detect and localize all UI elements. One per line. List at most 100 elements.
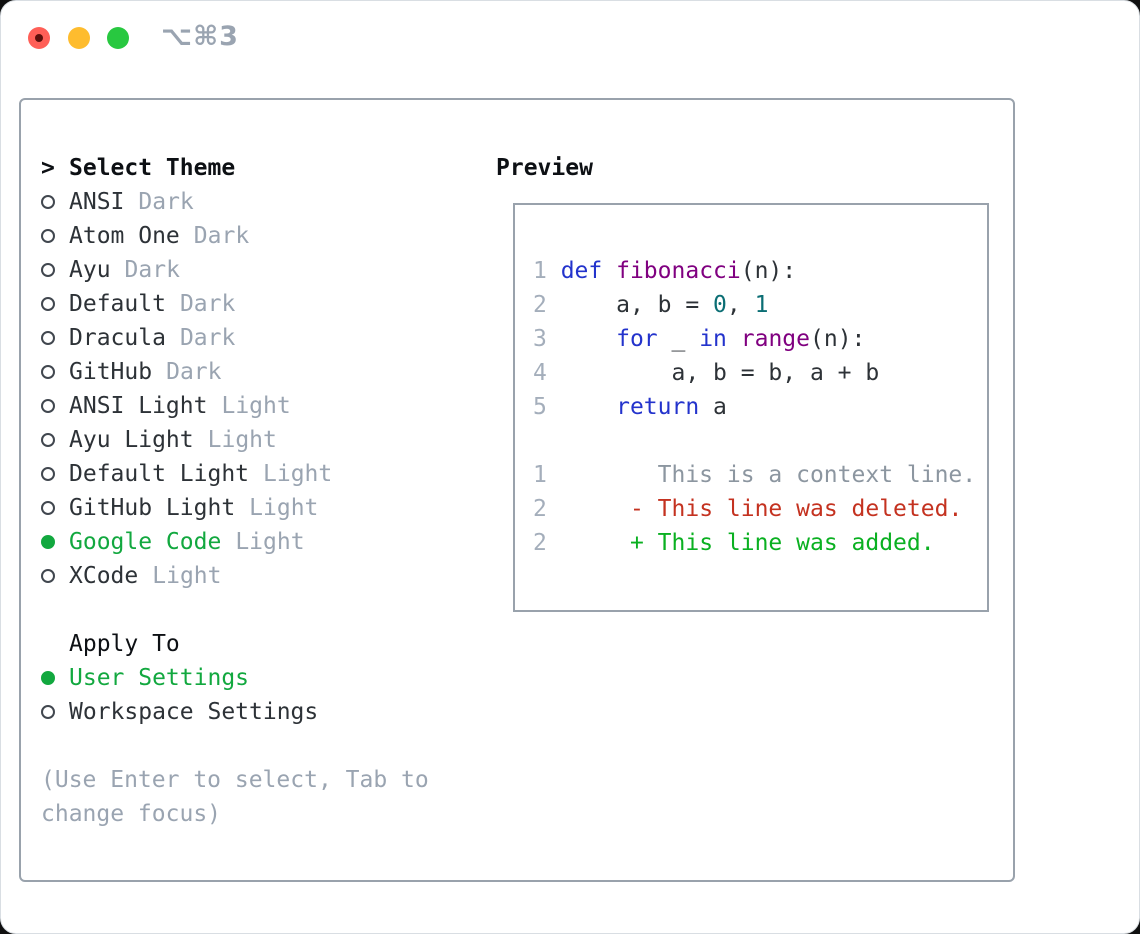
code-text: - This line was deleted.	[629, 496, 963, 522]
apply-option-name: User Settings	[69, 665, 250, 691]
radio-marker	[41, 433, 69, 447]
theme-name: Dracula	[69, 325, 166, 351]
radio-marker	[41, 331, 69, 345]
line-number: 1	[533, 258, 561, 284]
code-line: 2 - This line was deleted.	[533, 492, 987, 526]
radio-icon	[41, 229, 55, 243]
apply-to-option[interactable]: User Settings	[41, 661, 491, 695]
line-number: 2	[533, 530, 561, 556]
theme-variant-tag: Light	[221, 393, 291, 419]
radio-icon	[41, 501, 55, 515]
radio-marker	[41, 467, 69, 481]
line-number: 2	[533, 496, 561, 522]
theme-variant-tag: Light	[249, 495, 319, 521]
radio-marker	[41, 671, 69, 685]
theme-option[interactable]: Google Code Light	[41, 525, 491, 559]
code-text: a, b = 0, 1	[560, 292, 769, 318]
preview-pane: 1 def fibonacci(n): 2 a, b = 0, 1 3 for …	[513, 203, 989, 612]
code-line	[533, 424, 987, 458]
apply-to-list: User Settings Workspace Settings	[41, 661, 491, 729]
spacer	[41, 593, 491, 627]
apply-to-header: Apply To	[69, 631, 180, 657]
line-number: 1	[533, 462, 561, 488]
select-theme-header: > Select Theme	[41, 151, 491, 185]
code-text: def fibonacci(n):	[560, 258, 797, 284]
code-line: 2 a, b = 0, 1	[533, 288, 987, 322]
theme-variant-tag: Dark	[179, 325, 236, 351]
theme-option[interactable]: ANSI Light Light	[41, 389, 491, 423]
code-text: for _ in range(n):	[616, 326, 866, 352]
radio-marker	[41, 501, 69, 515]
theme-variant-tag: Dark	[124, 257, 180, 283]
theme-option[interactable]: GitHub Dark	[41, 355, 491, 389]
radio-marker	[41, 399, 69, 413]
radio-marker	[41, 535, 69, 549]
radio-icon	[41, 365, 55, 379]
radio-icon	[41, 705, 55, 719]
theme-option[interactable]: Ayu Dark	[41, 253, 491, 287]
radio-marker	[41, 569, 69, 583]
line-number: 2	[533, 292, 561, 318]
code-text: return a	[616, 394, 727, 420]
theme-name: ANSI	[69, 189, 125, 215]
radio-icon	[41, 331, 55, 345]
keyboard-hint: (Use Enter to select, Tab to change focu…	[41, 763, 491, 831]
theme-name: ANSI Light	[69, 393, 208, 419]
theme-variant-tag: Light	[235, 529, 305, 555]
theme-name: Ayu Light	[69, 427, 194, 453]
code-text: This is a context line.	[560, 462, 977, 488]
close-button[interactable]	[28, 27, 50, 49]
radio-icon	[41, 263, 55, 277]
theme-variant-tag: Dark	[166, 359, 222, 385]
theme-name: GitHub Light	[69, 495, 236, 521]
apply-to-option[interactable]: Workspace Settings	[41, 695, 491, 729]
apply-option-name: Workspace Settings	[69, 699, 319, 725]
theme-option[interactable]: Dracula Dark	[41, 321, 491, 355]
select-theme-header-label: Select Theme	[69, 155, 236, 181]
code-text: a, b = b, a + b	[560, 360, 880, 386]
maximize-button[interactable]	[107, 27, 129, 49]
theme-name: Google Code	[69, 529, 222, 555]
theme-variant-tag: Dark	[179, 291, 236, 317]
line-number: 4	[533, 360, 561, 386]
hint-line: (Use Enter to select, Tab to	[41, 767, 429, 793]
radio-icon	[41, 535, 55, 549]
radio-marker	[41, 365, 69, 379]
radio-marker	[41, 705, 69, 719]
theme-option[interactable]: Ayu Light Light	[41, 423, 491, 457]
theme-variant-tag: Light	[152, 563, 222, 589]
preview-header: Preview	[496, 155, 593, 181]
title-bar: ⌥⌘3	[1, 1, 1139, 75]
theme-option[interactable]: GitHub Light Light	[41, 491, 491, 525]
theme-variant-tag: Light	[263, 461, 333, 487]
theme-option[interactable]: XCode Light	[41, 559, 491, 593]
cursor-icon: >	[41, 155, 55, 181]
radio-icon	[41, 671, 55, 685]
theme-name: XCode	[69, 563, 139, 589]
code-line: 3 for _ in range(n):	[533, 322, 987, 356]
radio-marker	[41, 297, 69, 311]
code-line: 2 + This line was added.	[533, 526, 987, 560]
theme-name: Atom One	[69, 223, 180, 249]
hint-line: change focus)	[41, 801, 222, 827]
spacer	[41, 729, 491, 763]
theme-name: Ayu	[69, 257, 111, 283]
code-line: 1 This is a context line.	[533, 458, 987, 492]
unsaved-dot-icon	[35, 34, 43, 42]
theme-name: GitHub	[69, 359, 153, 385]
theme-variant-tag: Light	[207, 427, 277, 453]
minimize-button[interactable]	[68, 27, 90, 49]
line-number: 3	[533, 326, 561, 352]
window-title: ⌥⌘3	[161, 21, 239, 52]
code-line: 5 return a	[533, 390, 987, 424]
radio-marker	[41, 229, 69, 243]
code-line: 1 def fibonacci(n):	[533, 254, 987, 288]
code-line: 4 a, b = b, a + b	[533, 356, 987, 390]
